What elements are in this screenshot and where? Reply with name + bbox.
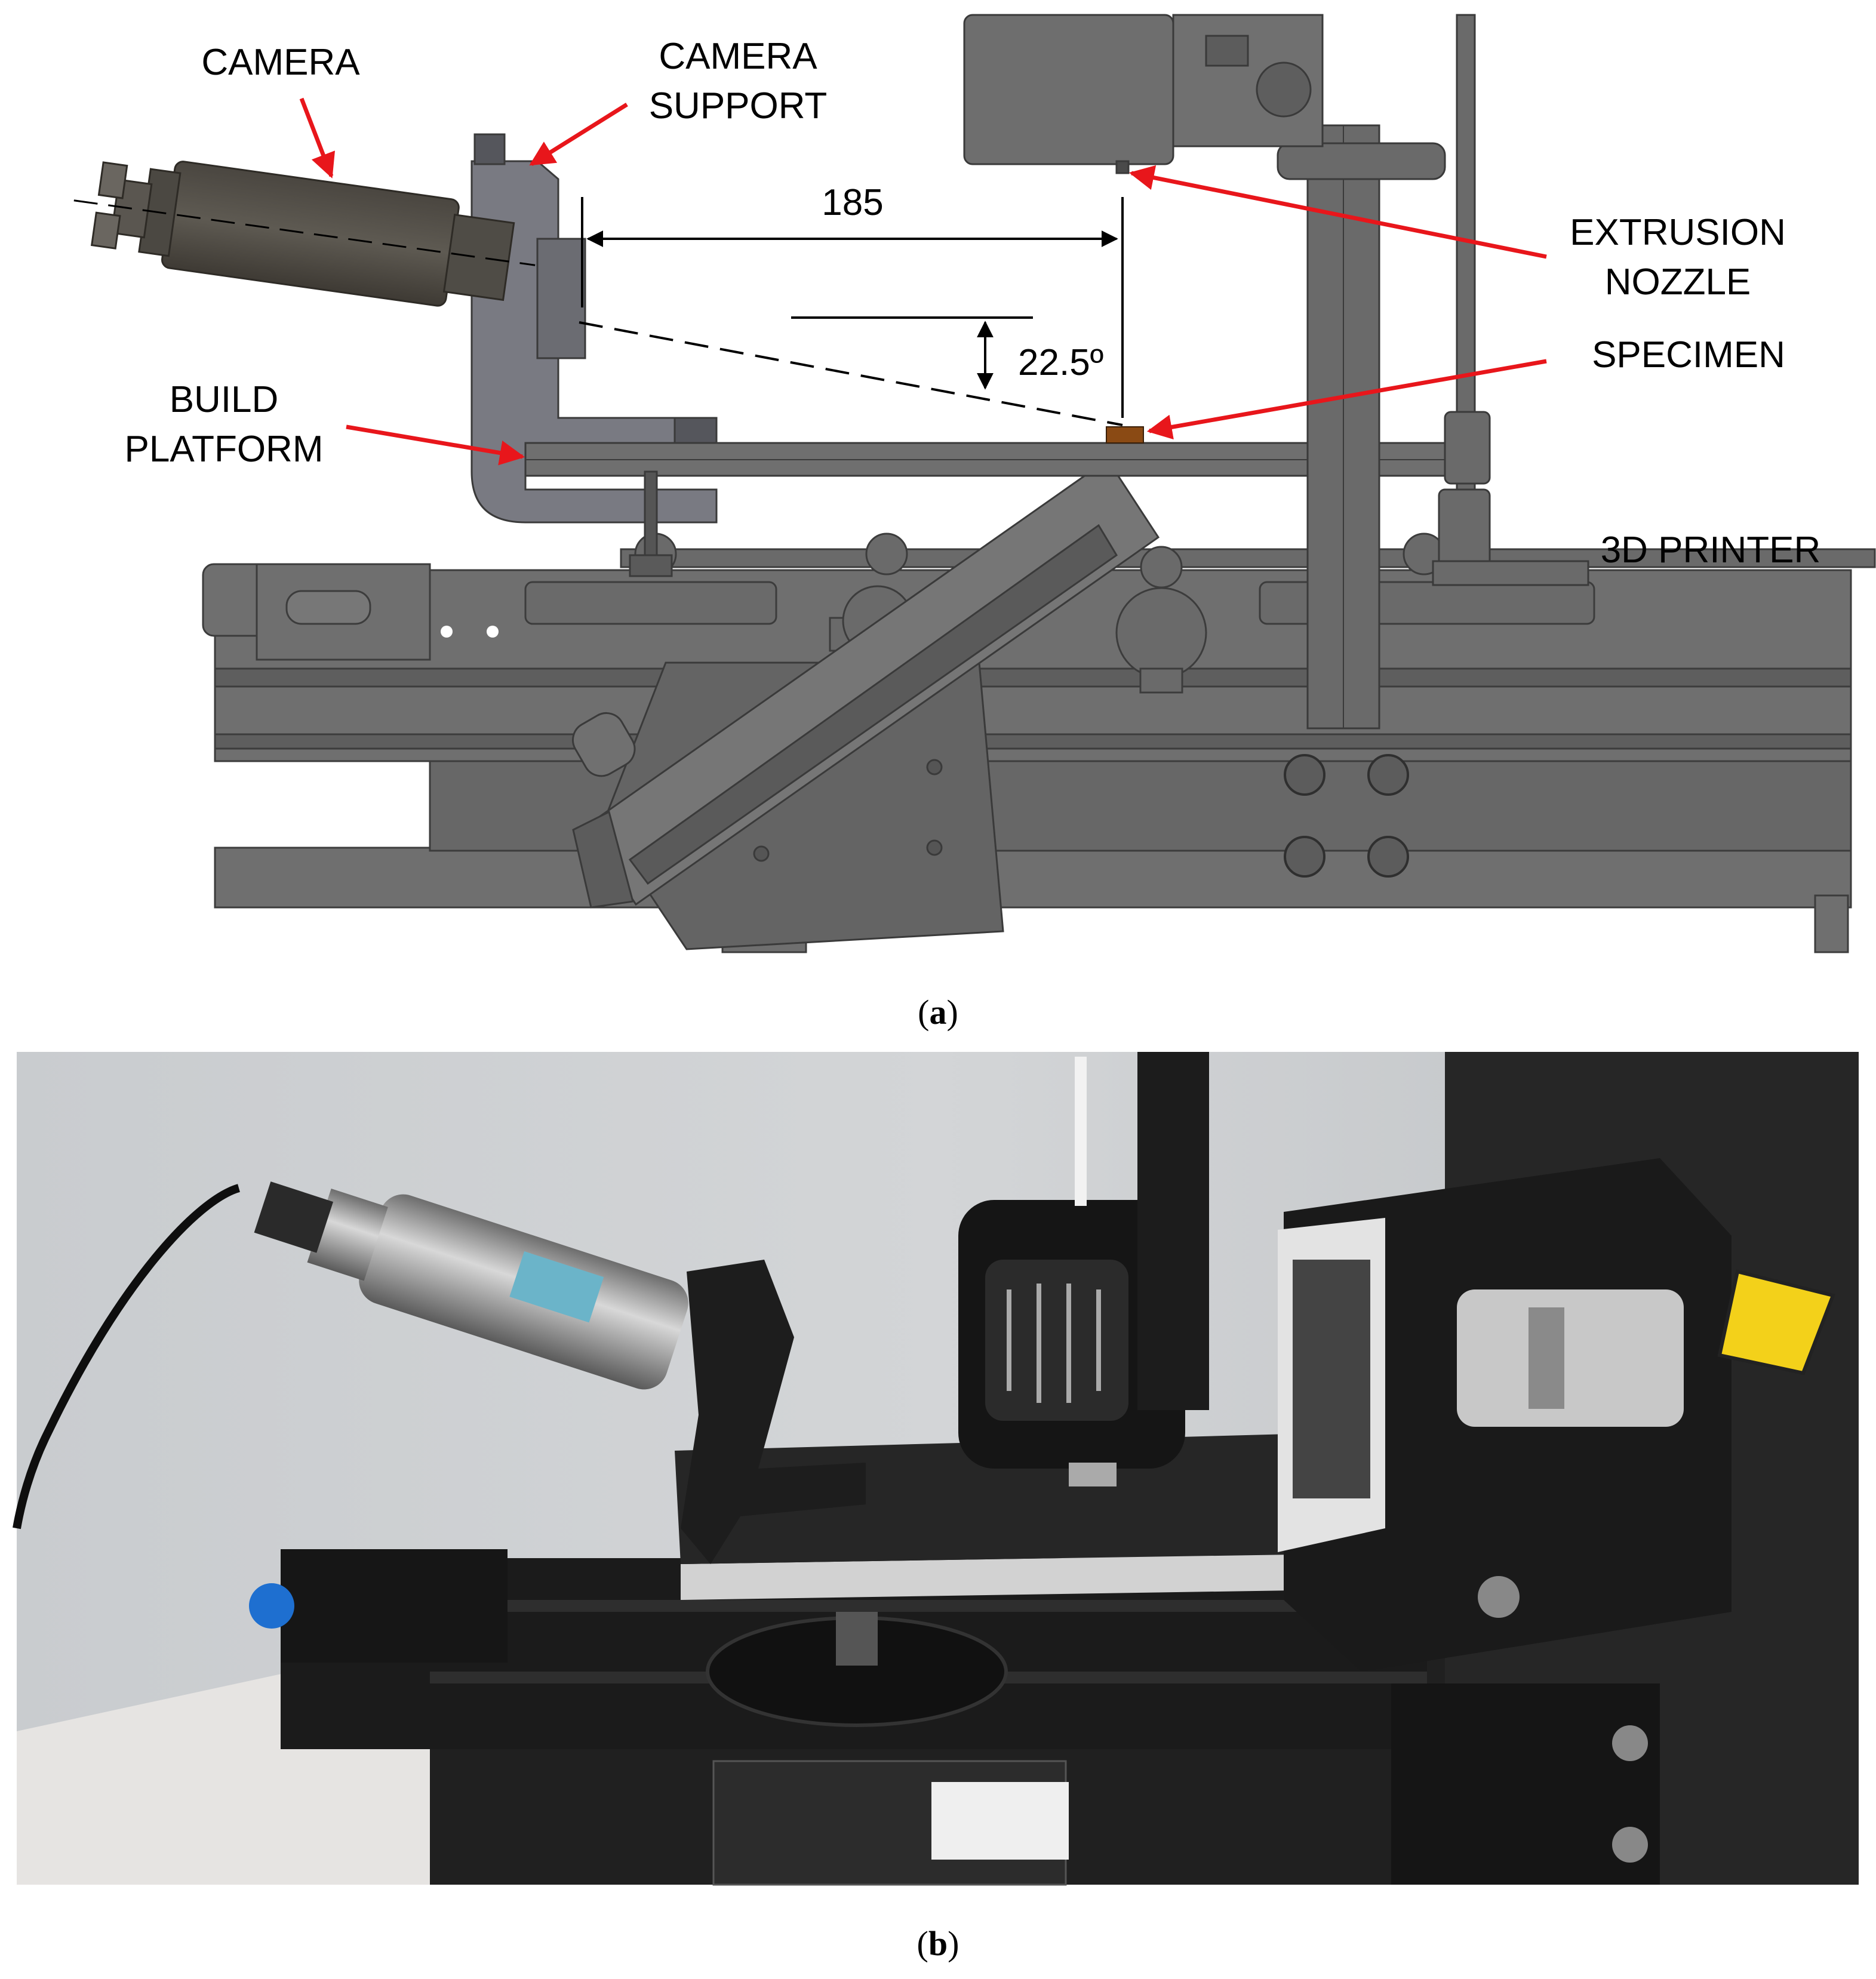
build-platform-arrow — [346, 424, 525, 466]
camera-body — [73, 161, 536, 307]
dimension-distance-label: 185 — [822, 182, 883, 223]
dimension-185 — [581, 197, 1124, 418]
build-platform-label-line1: BUILD — [170, 379, 279, 420]
dimension-angle — [791, 316, 1033, 390]
indicator-dot — [487, 626, 499, 638]
3d-printer-label: 3D PRINTER — [1601, 530, 1821, 571]
optical-axis-line — [579, 321, 1123, 426]
caption-a: (a) — [918, 993, 958, 1032]
extrusion-nozzle-label-line1: EXTRUSION — [1570, 212, 1786, 253]
camera-support-label-line2: SUPPORT — [649, 85, 828, 127]
panel-a-diagram: 185 22.5º CAMERA CAMERA SUPPORT EXTRUSIO… — [73, 14, 1876, 953]
extrusion-nozzle-arrow — [1128, 165, 1547, 259]
print-head — [963, 14, 1324, 174]
camera-support-label-line1: CAMERA — [659, 36, 817, 77]
dimension-angle-label: 22.5º — [1018, 342, 1103, 383]
z-column — [1277, 14, 1589, 730]
specimen-label: SPECIMEN — [1592, 334, 1785, 376]
specimen — [1106, 426, 1144, 444]
camera-label: CAMERA — [201, 42, 360, 83]
frame-bolts — [1284, 754, 1409, 878]
build-platform-label-line2: PLATFORM — [125, 429, 324, 470]
camera-support-arrow — [529, 103, 628, 166]
indicator-dot — [441, 626, 453, 638]
callout-arrows — [299, 97, 1547, 466]
camera-arrow — [299, 97, 336, 178]
caption-b: (b) — [917, 1924, 959, 1963]
extrusion-nozzle-label-line2: NOZZLE — [1605, 261, 1751, 303]
specimen-arrow — [1146, 359, 1547, 440]
panel-b-photo — [13, 1052, 1859, 1886]
camera-support — [470, 133, 718, 577]
control-box — [572, 458, 1160, 950]
